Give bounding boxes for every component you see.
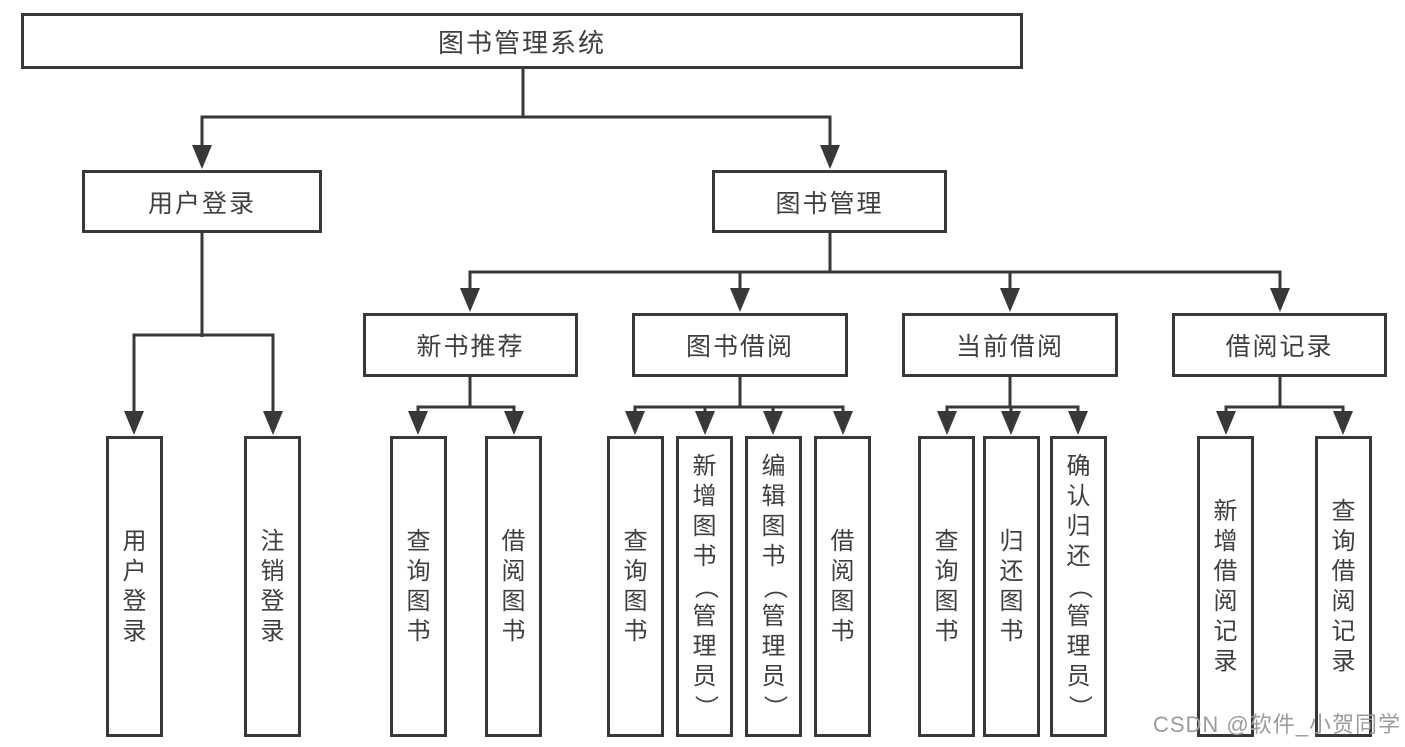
leaf-bb-add-book-admin: 新增图书（管理员）	[676, 436, 733, 737]
wire-newbook-fork	[416, 405, 516, 416]
node-label: 新书推荐	[416, 333, 525, 361]
node-book-borrow: 图书借阅	[632, 313, 848, 377]
leaf-label: 编辑图书（管理员）	[760, 452, 788, 719]
leaf-label: 借阅图书	[501, 527, 526, 645]
leaf-logout: 注销登录	[244, 436, 301, 737]
node-label: 借阅记录	[1225, 333, 1334, 361]
leaf-label: 借阅图书	[830, 527, 855, 645]
wire-borrow-fork	[633, 405, 845, 416]
leaf-label: 注销登录	[260, 527, 285, 645]
leaf-user-login: 用户登录	[106, 436, 163, 737]
leaf-cb-query-book: 查询图书	[918, 436, 975, 737]
leaf-bb-borrow-book: 借阅图书	[814, 436, 871, 737]
wire-root-fork	[200, 115, 832, 150]
node-current-borrow: 当前借阅	[902, 313, 1118, 377]
node-user-login: 用户登录	[82, 170, 322, 233]
csdn-watermark: CSDN @软件_小贺同学	[1152, 712, 1401, 737]
leaf-nr-borrow-book: 借阅图书	[485, 436, 542, 737]
wire-records-fork	[1224, 405, 1345, 416]
node-new-book-recommend: 新书推荐	[363, 313, 578, 377]
leaf-label: 新增借阅记录	[1213, 497, 1238, 675]
node-label: 图书借阅	[685, 333, 794, 361]
arrowheads	[124, 145, 1353, 435]
leaf-label: 查询图书	[623, 527, 648, 645]
leaf-label: 查询图书	[406, 527, 431, 645]
node-label: 用户登录	[147, 189, 256, 218]
leaf-label: 查询图书	[934, 527, 959, 645]
leaf-nr-query-book: 查询图书	[390, 436, 447, 737]
node-label: 图书管理系统	[437, 27, 606, 58]
node-label: 图书管理	[775, 189, 884, 218]
leaf-bb-query-book: 查询图书	[607, 436, 664, 737]
leaf-cb-return-book: 归还图书	[983, 436, 1040, 737]
leaf-bb-edit-book-admin: 编辑图书（管理员）	[745, 436, 802, 737]
leaf-label: 用户登录	[122, 527, 147, 645]
leaf-rr-query-borrow-record: 查询借阅记录	[1315, 436, 1372, 737]
wire-bookmgmt-fork	[468, 270, 1282, 292]
node-book-management: 图书管理	[712, 170, 947, 233]
leaf-label: 归还图书	[999, 527, 1024, 645]
leaf-label: 新增图书（管理员）	[691, 452, 719, 719]
leaf-cb-confirm-return-admin: 确认归还（管理员）	[1050, 436, 1107, 737]
leaf-label: 查询借阅记录	[1331, 497, 1356, 675]
leaf-label: 确认归还（管理员）	[1065, 452, 1093, 719]
node-label: 当前借阅	[955, 333, 1064, 361]
node-library-system: 图书管理系统	[21, 13, 1023, 69]
node-borrow-records: 借阅记录	[1172, 313, 1387, 377]
leaf-rr-add-borrow-record: 新增借阅记录	[1197, 436, 1254, 737]
wire-userlogin-fork	[132, 333, 275, 416]
